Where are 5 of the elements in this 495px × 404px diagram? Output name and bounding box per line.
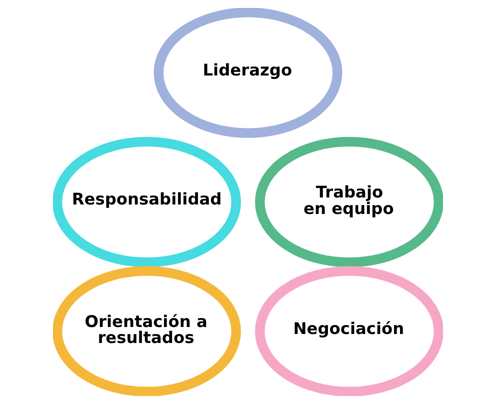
node-ellipse: Negociación [254, 266, 442, 396]
node-ellipse: Orientación a resultados [52, 266, 240, 396]
node-ellipse: Liderazgo [153, 8, 342, 138]
node-ellipse: Responsabilidad [52, 136, 240, 268]
node-ellipse: Trabajo en equipo [254, 136, 442, 268]
